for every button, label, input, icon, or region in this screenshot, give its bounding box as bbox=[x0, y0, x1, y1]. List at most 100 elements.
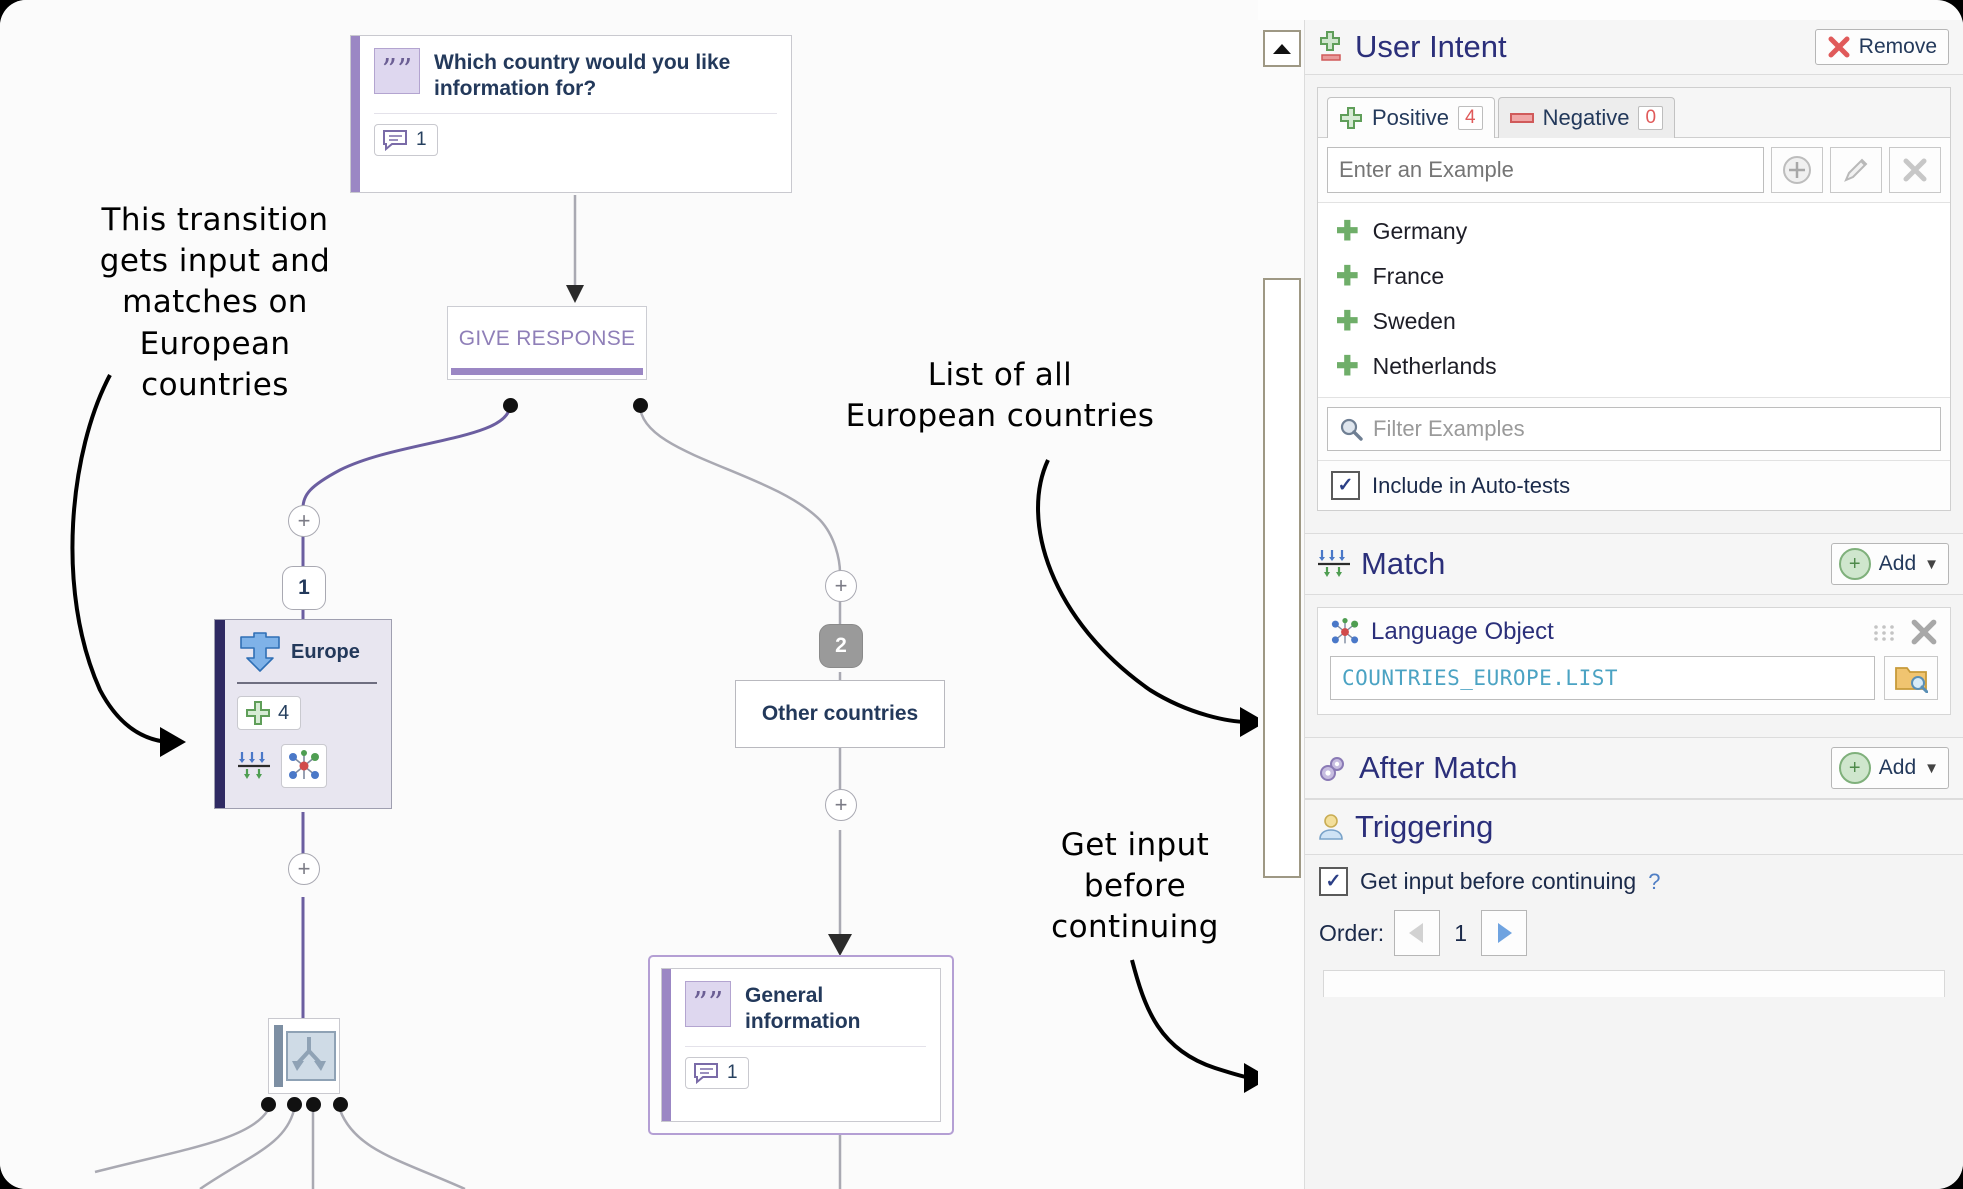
auto-tests-row[interactable]: ✓ Include in Auto-tests bbox=[1318, 460, 1950, 510]
left-triangle-icon bbox=[1409, 923, 1424, 943]
transition-number-1[interactable]: 1 bbox=[282, 566, 326, 610]
green-plus-icon bbox=[246, 701, 270, 725]
add-step-knob-3[interactable]: + bbox=[825, 570, 857, 602]
split-output-port-2[interactable] bbox=[287, 1097, 302, 1112]
add-example-button[interactable] bbox=[1771, 147, 1823, 193]
example-label: France bbox=[1372, 263, 1445, 289]
split-output-port-1[interactable] bbox=[261, 1097, 276, 1112]
list-item[interactable]: ✚ Germany bbox=[1318, 209, 1950, 254]
green-plus-icon bbox=[1340, 107, 1362, 129]
scroll-up-arrow-icon[interactable] bbox=[1263, 30, 1301, 67]
add-step-knob-4[interactable]: + bbox=[825, 789, 857, 821]
europe-node-example-count: 4 bbox=[278, 701, 290, 724]
delete-example-button[interactable] bbox=[1889, 147, 1941, 193]
transition-number-2[interactable]: 2 bbox=[819, 624, 863, 668]
circle-plus-icon bbox=[1783, 156, 1811, 184]
search-icon bbox=[1340, 418, 1363, 441]
list-item[interactable]: ✚ Sweden bbox=[1318, 299, 1950, 344]
language-object-card[interactable]: Language Object bbox=[1317, 607, 1951, 715]
language-object-input[interactable] bbox=[1330, 656, 1875, 700]
output-port-right[interactable] bbox=[633, 398, 648, 413]
split-output-port-3[interactable] bbox=[306, 1097, 321, 1112]
add-step-knob-2[interactable]: + bbox=[288, 853, 320, 885]
match-add-button[interactable]: + Add ▼ bbox=[1830, 543, 1949, 585]
example-label: Netherlands bbox=[1372, 353, 1497, 379]
flow-edges bbox=[94, 195, 852, 1189]
match-icon bbox=[238, 752, 270, 779]
general-information-node[interactable]: ”” General information 1 bbox=[661, 968, 941, 1122]
split-node[interactable] bbox=[268, 1018, 340, 1094]
remove-button[interactable]: Remove bbox=[1814, 29, 1949, 65]
order-prev-button[interactable] bbox=[1394, 910, 1441, 956]
match-title: Match bbox=[1361, 546, 1446, 581]
order-next-button[interactable] bbox=[1480, 910, 1527, 956]
intent-tabs[interactable]: Positive 4 Negative 0 bbox=[1318, 88, 1950, 138]
properties-panel[interactable]: User Intent Remove Positive 4 bbox=[1304, 20, 1963, 1189]
node-accent-bar bbox=[274, 1025, 283, 1087]
get-input-row[interactable]: ✓ Get input before continuing ? bbox=[1319, 867, 1949, 896]
add-step-knob-1[interactable]: + bbox=[288, 505, 320, 537]
after-match-title: After Match bbox=[1359, 750, 1518, 785]
triggering-title: Triggering bbox=[1355, 809, 1494, 844]
europe-node[interactable]: Europe 4 bbox=[214, 619, 392, 809]
tab-negative[interactable]: Negative 0 bbox=[1497, 97, 1676, 138]
after-match-add-button[interactable]: + Add ▼ bbox=[1830, 747, 1949, 789]
plus-minus-icon bbox=[1320, 31, 1341, 61]
output-port-left[interactable] bbox=[503, 398, 518, 413]
order-label: Order: bbox=[1319, 919, 1385, 946]
prompt-node-message-badge[interactable]: 1 bbox=[374, 124, 438, 157]
canvas-scrollbar[interactable] bbox=[1258, 20, 1304, 1189]
list-item[interactable]: ✚ Netherlands bbox=[1318, 344, 1950, 389]
node-accent-bar bbox=[351, 36, 360, 192]
split-output-port-4[interactable] bbox=[333, 1097, 348, 1112]
get-input-checkbox[interactable]: ✓ bbox=[1319, 867, 1348, 896]
give-response-node[interactable]: GIVE RESPONSE bbox=[447, 306, 647, 380]
edit-example-button[interactable] bbox=[1830, 147, 1882, 193]
auto-tests-checkbox[interactable]: ✓ bbox=[1331, 471, 1360, 500]
split-branch-icon bbox=[286, 1031, 336, 1081]
after-match-header: After Match + Add ▼ bbox=[1305, 737, 1963, 799]
example-label: Sweden bbox=[1372, 308, 1456, 334]
example-input[interactable] bbox=[1327, 147, 1764, 193]
europe-node-examples-badge[interactable]: 4 bbox=[237, 696, 302, 730]
annotation-right: Get input before continuing bbox=[1051, 827, 1219, 946]
prompt-node[interactable]: ”” Which country would you like informat… bbox=[350, 35, 792, 193]
x-icon bbox=[1903, 158, 1927, 182]
speech-bubble-icon bbox=[383, 130, 407, 152]
chevron-down-icon: ▼ bbox=[1924, 759, 1939, 777]
prompt-node-title: Which country would you like information… bbox=[434, 51, 731, 100]
quote-icon: ”” bbox=[685, 981, 731, 1027]
divider bbox=[237, 682, 377, 684]
other-countries-node[interactable]: Other countries bbox=[735, 680, 945, 748]
general-information-message-badge[interactable]: 1 bbox=[685, 1057, 749, 1090]
flow-canvas[interactable]: ”” Which country would you like informat… bbox=[0, 0, 1258, 1189]
tab-positive-label: Positive bbox=[1372, 105, 1450, 130]
general-information-group[interactable]: ”” General information 1 bbox=[648, 955, 954, 1135]
examples-list[interactable]: ✚ Germany ✚ France ✚ Sweden ✚ Netherland… bbox=[1318, 202, 1950, 398]
language-object-title: Language Object bbox=[1371, 618, 1554, 645]
x-icon[interactable] bbox=[1910, 618, 1938, 646]
drag-handle-icon[interactable] bbox=[1872, 623, 1896, 641]
europe-node-label: Europe bbox=[291, 640, 360, 663]
browse-language-object-button[interactable] bbox=[1884, 656, 1938, 700]
annotation-left: This transition gets input and matches o… bbox=[99, 202, 331, 403]
user-intent-title: User Intent bbox=[1355, 29, 1507, 64]
example-label: Germany bbox=[1372, 218, 1468, 244]
language-object-icon[interactable] bbox=[281, 744, 327, 788]
quote-icon: ”” bbox=[374, 48, 420, 94]
node-accent-underline bbox=[451, 368, 643, 375]
filter-input[interactable]: Filter Examples bbox=[1327, 407, 1941, 451]
tab-positive[interactable]: Positive 4 bbox=[1327, 97, 1495, 138]
help-icon[interactable]: ? bbox=[1648, 868, 1661, 894]
get-input-label: Get input before continuing bbox=[1360, 868, 1637, 894]
triggering-header: Triggering bbox=[1305, 799, 1963, 855]
chevron-down-icon: ▼ bbox=[1924, 555, 1939, 573]
node-accent-bar bbox=[662, 969, 671, 1121]
speech-bubble-icon bbox=[694, 1063, 718, 1085]
scrollbar-thumb[interactable] bbox=[1263, 278, 1301, 878]
list-item[interactable]: ✚ France bbox=[1318, 254, 1950, 299]
order-value: 1 bbox=[1454, 919, 1467, 946]
example-input-row bbox=[1318, 138, 1950, 202]
auto-tests-label: Include in Auto-tests bbox=[1372, 472, 1571, 498]
green-plus-icon: ✚ bbox=[1336, 216, 1359, 246]
